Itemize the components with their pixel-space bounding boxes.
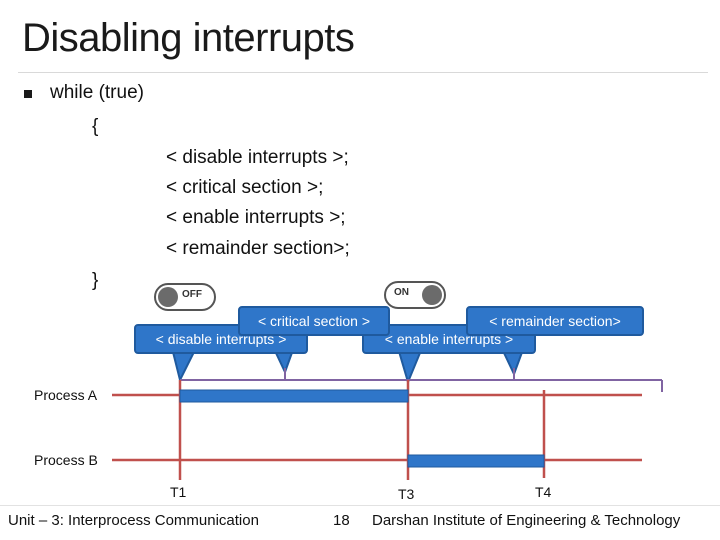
toggle-on-knob-icon xyxy=(422,285,442,305)
process-a-label: Process A xyxy=(34,387,98,403)
process-b-bar xyxy=(407,454,545,468)
time-label-t1: T1 xyxy=(170,484,187,500)
callout-remainder-section: < remainder section> xyxy=(466,306,644,336)
code-while-line: while (true) xyxy=(50,82,144,103)
footer-page-number: 18 xyxy=(333,512,350,529)
process-a-bar xyxy=(179,389,409,403)
footer-unit-title: Unit – 3: Interprocess Communication xyxy=(8,512,259,529)
code-disable-line: < disable interrupts >; xyxy=(166,147,349,168)
toggle-on: ON xyxy=(384,281,446,309)
time-label-t4: T4 xyxy=(535,484,552,500)
slide-title: Disabling interrupts xyxy=(22,16,355,60)
code-enable-line: < enable interrupts >; xyxy=(166,207,346,228)
code-close-brace: } xyxy=(92,270,99,291)
code-open-brace: { xyxy=(92,116,99,137)
toggle-off-knob-icon xyxy=(158,287,178,307)
bullet-square-icon xyxy=(24,90,32,98)
footer-divider xyxy=(0,505,720,506)
time-label-t3: T3 xyxy=(398,486,415,502)
title-divider xyxy=(18,72,708,73)
toggle-off: OFF xyxy=(154,283,216,311)
code-critical-line: < critical section >; xyxy=(166,177,324,198)
process-b-label: Process B xyxy=(34,452,98,468)
code-remainder-line: < remainder section>; xyxy=(166,238,350,259)
callout-critical-section: < critical section > xyxy=(238,306,390,336)
footer-institute: Darshan Institute of Engineering & Techn… xyxy=(372,512,681,529)
toggle-off-label: OFF xyxy=(182,289,202,300)
toggle-on-label: ON xyxy=(394,287,409,298)
